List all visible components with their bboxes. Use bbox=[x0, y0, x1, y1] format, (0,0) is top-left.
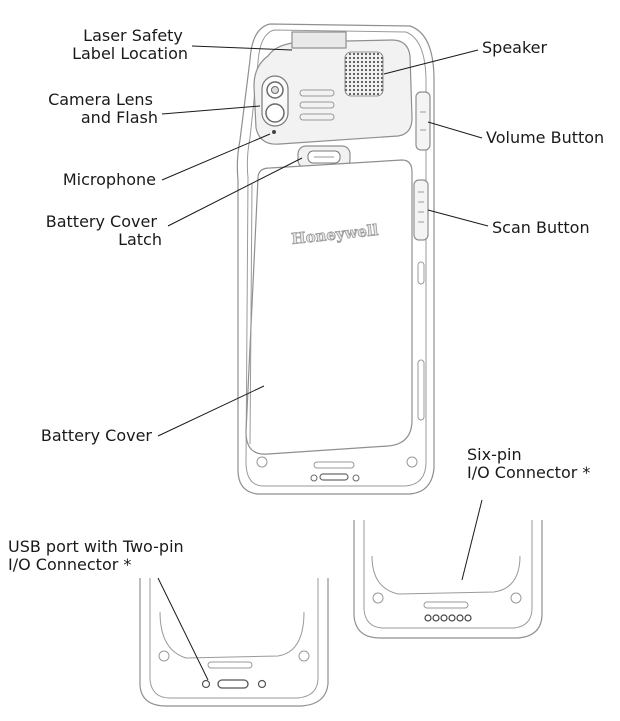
label-microphone: Microphone bbox=[63, 170, 156, 189]
scan-button bbox=[413, 179, 429, 241]
leader-lines bbox=[157, 45, 489, 681]
bottom-connector-area bbox=[256, 456, 418, 482]
label-scan-button: Scan Button bbox=[492, 218, 590, 237]
volume-button bbox=[415, 91, 431, 151]
battery-cover-latch bbox=[297, 145, 351, 169]
label-camera: Camera Lens and Flash bbox=[48, 90, 158, 127]
usb-port-detail bbox=[139, 578, 329, 707]
panel-vent-slots bbox=[299, 89, 335, 121]
device-back-view: Honeywell bbox=[236, 23, 435, 495]
six-pin-connector bbox=[424, 614, 472, 622]
microphone-hole bbox=[272, 130, 276, 134]
label-speaker: Speaker bbox=[482, 38, 548, 57]
battery-cover-edge bbox=[249, 183, 253, 445]
battery-cover bbox=[245, 159, 413, 455]
label-battery-cover: Battery Cover bbox=[41, 426, 153, 445]
device-bevel bbox=[245, 29, 427, 487]
usb-pin-left bbox=[201, 679, 211, 689]
laser-safety-label bbox=[291, 31, 347, 49]
usb-pin-right bbox=[257, 679, 267, 689]
camera-lens-and-flash bbox=[261, 75, 289, 127]
speaker-grille bbox=[344, 51, 384, 97]
label-six-pin-connector: Six-pin I/O Connector * bbox=[467, 445, 590, 482]
label-battery-cover-latch: Battery Cover Latch bbox=[46, 212, 162, 249]
label-laser-safety: Laser Safety Label Location bbox=[72, 26, 188, 63]
label-volume-button: Volume Button bbox=[486, 128, 604, 147]
six-pin-detail bbox=[353, 520, 543, 639]
label-usb-port: USB port with Two-pin I/O Connector * bbox=[8, 537, 189, 574]
